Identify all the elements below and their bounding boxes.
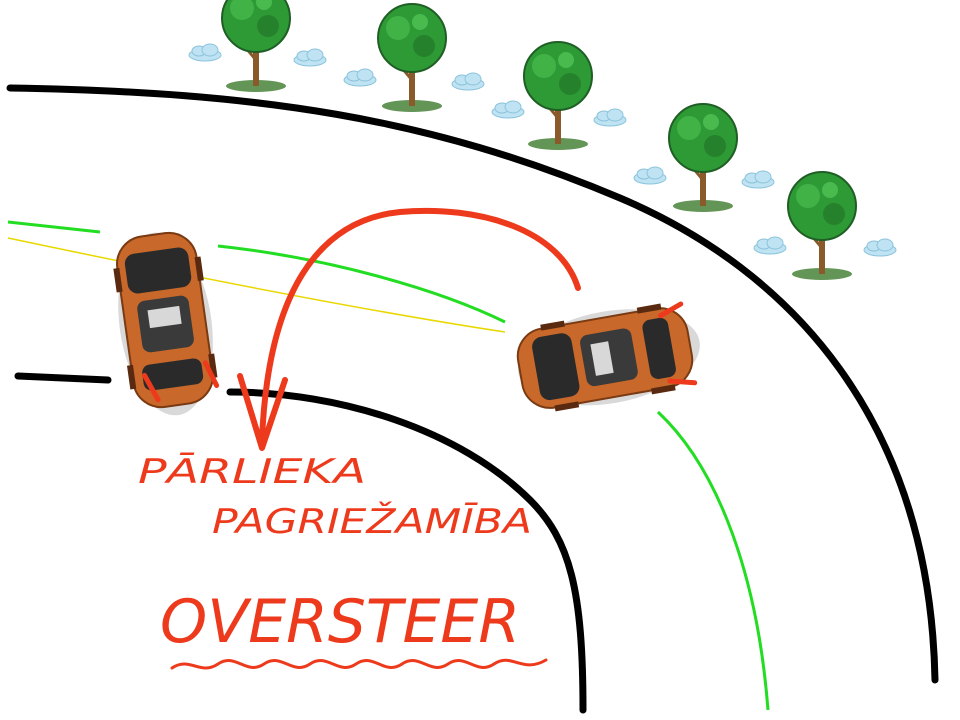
driving-line-upper [7, 220, 506, 324]
label-latvian-line2: PAGRIEŽAMĪBA [212, 501, 532, 542]
car-icon [106, 225, 225, 423]
driving-line-lower [656, 410, 770, 711]
curved-arrow-icon [237, 207, 581, 451]
tree-icon [786, 170, 858, 282]
road-inner-edge [14, 372, 587, 714]
road-outer-edge [6, 84, 939, 684]
car-icon [509, 295, 709, 420]
tree-icon [667, 102, 739, 214]
label-english: OVERSTEER [160, 587, 520, 657]
guide-line-yellow [7, 237, 506, 333]
tree-icon [522, 40, 594, 152]
underline-squiggle [170, 658, 548, 670]
tree-icon [220, 0, 292, 94]
tree-icon [376, 2, 448, 114]
label-latvian-line1: PĀRLIEKA [138, 452, 366, 492]
